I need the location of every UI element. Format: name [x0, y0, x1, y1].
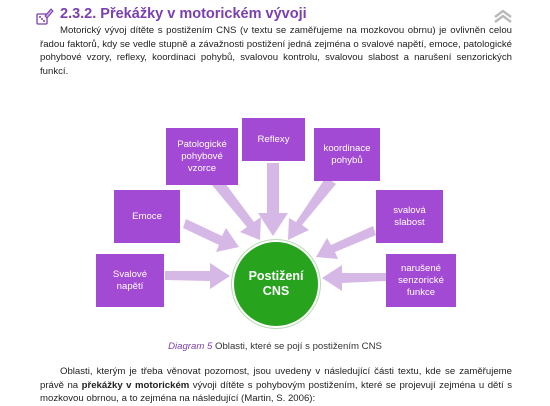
diagram-caption: Diagram 5 Oblasti, které se pojí s posti…	[0, 341, 550, 352]
box-label: Svalové napětí	[112, 268, 148, 292]
box-patologicke-vzorce: Patologické pohybové vzorce	[166, 128, 238, 185]
box-emoce: Emoce	[114, 190, 180, 243]
arrow-koordinace	[288, 177, 336, 240]
intro-text: Motorický vývoj dítěte s postižením CNS …	[40, 25, 512, 78]
box-label: narušené senzorické funkce	[398, 262, 444, 298]
center-line1: Postižení	[248, 269, 304, 283]
arrow-napeti	[165, 263, 230, 289]
intro-paragraph: Motorický vývoj dítěte s postižením CNS …	[40, 24, 512, 79]
box-label: Emoce	[132, 210, 162, 222]
page-title: 2.3.2. Překážky v motorickém vývoji	[60, 6, 307, 22]
center-line2: CNS	[262, 284, 290, 298]
arrow-senzoricke	[322, 265, 386, 291]
caption-label: Diagram 5	[168, 341, 213, 352]
arrow-patologicke	[212, 179, 261, 240]
box-label: koordinace pohybů	[323, 142, 371, 166]
box-svalove-napeti: Svalové napětí	[96, 254, 164, 307]
box-reflexy: Reflexy	[242, 118, 305, 161]
box-koordinace-pohybu: koordinace pohybů	[314, 128, 380, 181]
section-heading: 2.3.2. Překážky v motorickém vývoji	[36, 6, 516, 28]
box-senzoricke-funkce: narušené senzorické funkce	[386, 254, 456, 307]
box-label: Reflexy	[257, 133, 290, 145]
arrow-reflexy	[258, 163, 288, 236]
body-text-part1: Oblasti, kterým je třeba věnovat pozorno…	[40, 366, 512, 391]
arrow-slabost	[316, 226, 376, 259]
body-text-bold: překážky v motorickém	[81, 379, 190, 391]
body-text-part2: vývoji dítěte s pohybovým postižením, kt…	[40, 379, 512, 405]
box-label: Patologické pohybové vzorce	[177, 138, 227, 174]
center-circle-postizeni-cns: Postižení CNS	[232, 240, 320, 328]
box-label: svalová slabost	[393, 204, 426, 228]
box-svalova-slabost: svalová slabost	[376, 190, 443, 243]
body-paragraph: Oblasti, kterým je třeba věnovat pozorno…	[40, 365, 512, 406]
body-text: Oblasti, kterým je třeba věnovat pozorno…	[40, 365, 512, 406]
chevron-up-double-icon[interactable]	[492, 9, 514, 23]
arrow-emoce	[183, 219, 239, 252]
caption-text: Oblasti, které se pojí s postižením CNS	[212, 341, 382, 352]
pencil-dice-icon	[36, 8, 54, 25]
